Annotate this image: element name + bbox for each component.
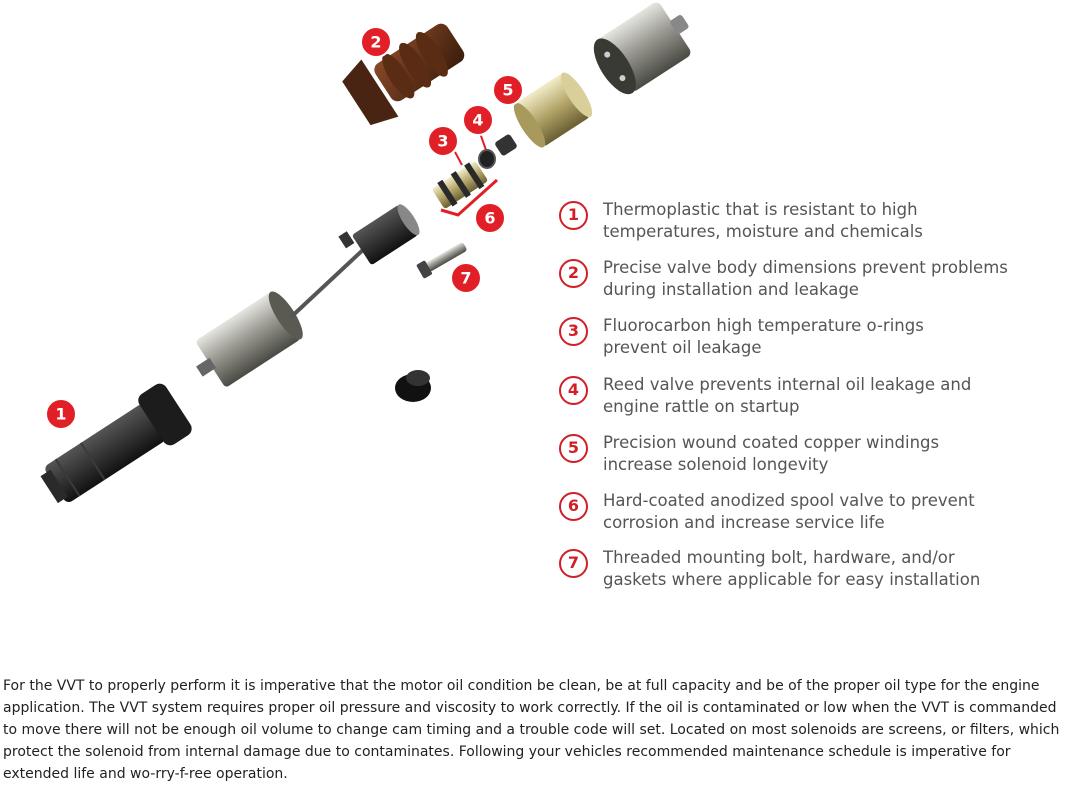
marker-6: 6 — [474, 202, 506, 234]
svg-text:6: 6 — [484, 209, 495, 228]
legend-item-1: 1 Thermoplastic that is resistant to hig… — [557, 199, 1037, 249]
product-description: For the VVT to properly perform it is im… — [3, 678, 1060, 782]
legend-text: Reed valve prevents internal oil leakage… — [603, 375, 972, 416]
legend-text: Precise valve body dimensions prevent pr… — [603, 258, 1008, 299]
legend-number-badge: 1 — [559, 201, 588, 230]
mounting-bolt-part — [416, 242, 467, 279]
copper-winding-part — [513, 72, 593, 148]
marker-4: 4 — [462, 104, 494, 136]
legend-number-badge: 7 — [559, 549, 588, 578]
solenoid-exploded-diagram: 1 2 3 4 5 6 7 — [40, 2, 691, 504]
svg-text:4: 4 — [472, 111, 483, 130]
marker-1: 1 — [45, 398, 77, 430]
solenoid-sleeve-part — [196, 291, 303, 387]
legend-item-6: 6 Hard-coated anodized spool valve to pr… — [557, 490, 1037, 540]
spool-bracket-line — [440, 178, 499, 217]
marker-3: 3 — [427, 125, 459, 157]
spool-valve-part — [432, 161, 488, 209]
svg-text:1: 1 — [55, 405, 66, 424]
marker-5: 5 — [492, 74, 524, 106]
svg-text:5: 5 — [502, 81, 513, 100]
legend-number-badge: 4 — [559, 376, 588, 405]
reed-valve-part — [478, 149, 496, 169]
legend-number-badge: 3 — [559, 317, 588, 346]
legend-text: Threaded mounting bolt, hardware, and/or… — [603, 548, 981, 589]
marker-7: 7 — [450, 262, 482, 294]
connector-housing-part — [40, 383, 192, 504]
small-spring-part — [495, 134, 517, 156]
legend-text: Hard-coated anodized spool valve to prev… — [603, 491, 975, 532]
legend-item-4: 4 Reed valve prevents internal oil leaka… — [557, 374, 1037, 424]
marker-4-leader — [479, 132, 487, 151]
legend-item-7: 7 Threaded mounting bolt, hardware, and/… — [557, 547, 1037, 597]
svg-text:3: 3 — [437, 132, 448, 151]
solenoid-can-part — [593, 2, 691, 95]
armature-part — [338, 204, 420, 265]
legend-item-2: 2 Precise valve body dimensions prevent … — [557, 257, 1037, 307]
svg-text:7: 7 — [460, 269, 471, 288]
svg-text:2: 2 — [370, 33, 381, 52]
legend-number-badge: 5 — [559, 434, 588, 463]
legend-number-badge: 2 — [559, 259, 588, 288]
grommet-part — [395, 370, 431, 402]
marker-2: 2 — [360, 26, 392, 58]
marker-3-leader — [454, 151, 463, 166]
valve-body-part — [342, 23, 465, 126]
plunger-shaft-part — [288, 246, 367, 320]
legend-number-badge: 6 — [559, 492, 588, 521]
legend-item-5: 5 Precision wound coated copper windings… — [557, 432, 1037, 482]
